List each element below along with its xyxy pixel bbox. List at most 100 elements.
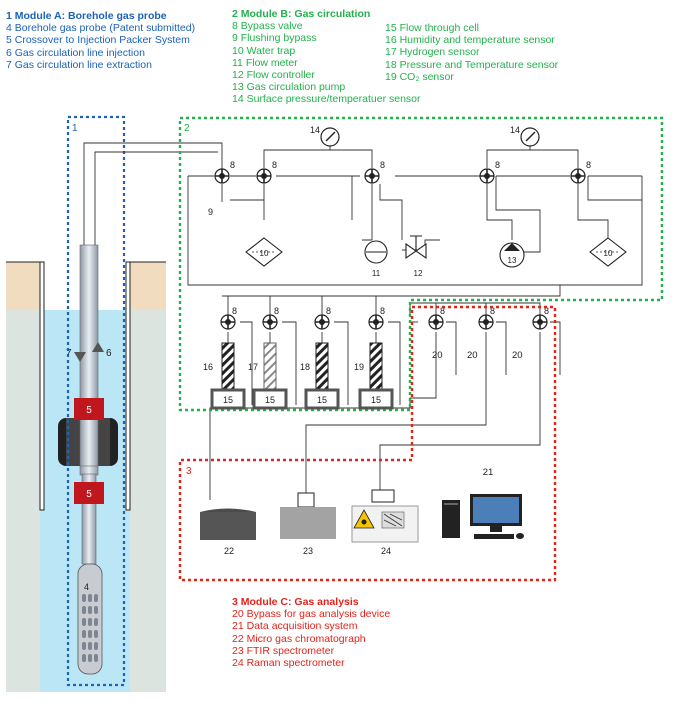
label-10: 10 [260,249,269,258]
label-8: 8 [232,306,237,316]
label-box-2: 2 [184,123,190,134]
valve [214,168,230,184]
label-15: 15 [371,395,381,405]
gas-lines [83,142,643,500]
label-8: 8 [380,160,385,170]
label-8: 8 [495,160,500,170]
hydrogen-sensor-icon: 17 [248,342,277,394]
module-c-box [178,305,557,582]
humidity-sensor-icon: 16 [203,342,235,394]
label-5-bottom: 5 [86,489,92,500]
label-5-top: 5 [86,405,92,416]
legend-item: 14 Surface pressure/temperatuer sensor [232,93,421,106]
module-b-title: 2 Module B: Gas circulation [232,8,371,20]
valve [570,168,586,184]
legend-item: 21 Data acquisition system [232,620,358,633]
legend-item: 17 Hydrogen sensor [385,46,480,59]
legend-item: 12 Flow controller [232,69,315,82]
flow-through-cells: 15 15 15 15 [210,388,394,410]
legend-item: 7 Gas circulation line extraction [6,58,152,71]
flow-meter-icon: 11 [364,240,388,278]
label-8: 8 [274,306,279,316]
label-23: 23 [303,546,313,556]
module-c-title: 3 Module C: Gas analysis [232,596,359,608]
label-15: 15 [223,395,233,405]
label-24: 24 [381,546,391,556]
legend-item: 18 Pressure and Temperature sensor [385,58,559,71]
crossover-bottom [74,482,104,504]
pressure-gauge-icon: 14 [310,125,340,147]
label-8: 8 [230,160,235,170]
valve [262,314,278,330]
label-6: 6 [106,348,112,359]
pressure-gauge-icon: 14 [510,125,540,147]
label-8: 8 [586,160,591,170]
valve [532,314,548,330]
label-8: 8 [490,306,495,316]
label-14: 14 [310,125,320,135]
water-trap-icon: 10 [245,237,283,267]
label-15: 15 [317,395,327,405]
legend-item: 8 Bypass valve [232,20,303,33]
valve [256,168,272,184]
module-b-legend: 2 Module B: Gas circulation 8 Bypass val… [232,8,421,106]
raman-spectrometer-icon: 24 [351,489,419,556]
valve [364,168,380,184]
probe-slots [82,594,98,662]
label-8: 8 [326,306,331,316]
legend-item: 19 CO₂ sensor [385,70,454,83]
label-12: 12 [414,269,423,278]
legend-item: 9 Flushing bypass [232,32,317,45]
bypass-valves [214,168,586,330]
pump-icon: 13 [499,242,525,268]
legend-item: 20 Bypass for gas analysis device [232,608,391,621]
label-8: 8 [544,306,549,316]
legend-item: 24 Raman spectrometer [232,657,345,670]
module-a-legend: 1 Module A: Borehole gas probe 4 Borehol… [6,10,195,71]
label-10: 10 [604,249,613,258]
label-16: 16 [203,362,213,372]
label-4: 4 [84,582,89,592]
label-8: 8 [440,306,445,316]
pressure-temperature-sensor-icon: 18 [300,342,329,394]
label-21: 21 [483,467,494,478]
label-9: 9 [208,207,213,217]
valve [314,314,330,330]
label-20: 20 [512,350,523,361]
valve [428,314,444,330]
label-13: 13 [508,256,517,265]
ftir-spectrometer-icon: 23 [280,492,336,556]
legend-item: 4 Borehole gas probe (Patent submitted) [6,22,196,35]
label-18: 18 [300,362,310,372]
legend-item: 11 Flow meter [232,56,298,69]
valve [368,314,384,330]
label-14: 14 [510,125,520,135]
legend-item: 22 Micro gas chromatograph [232,632,366,645]
module-b-box [178,116,664,412]
legend-item: 15 Flow through cell [385,22,479,34]
module-b-legend-right: 15 Flow through cell 16 Humidity and tem… [385,22,558,83]
label-box-3: 3 [186,466,192,477]
label-8: 8 [380,306,385,316]
label-20: 20 [432,350,443,361]
legend-item: 23 FTIR spectrometer [232,644,335,657]
valve [478,314,494,330]
label-19: 19 [354,362,364,372]
label-17: 17 [248,362,258,372]
legend-item: 5 Crossover to Injection Packer System [6,34,190,47]
water-trap-icon: 10 [589,237,627,267]
label-8: 8 [272,160,277,170]
label-box-1: 1 [72,123,78,134]
flow-controller-icon: 12 [405,235,427,278]
label-20: 20 [467,350,478,361]
label-15: 15 [265,395,275,405]
borehole: 5 5 4 7 6 [6,244,166,692]
label-11: 11 [372,269,381,278]
legend-item: 10 Water trap [232,44,296,57]
module-a-title: 1 Module A: Borehole gas probe [6,10,167,22]
data-acquisition-computer-icon: 21 [442,467,524,539]
micro-gas-chromatograph-icon: 22 [200,508,256,556]
label-22: 22 [224,546,234,556]
module-c-legend: 3 Module C: Gas analysis 20 Bypass for g… [232,596,390,669]
